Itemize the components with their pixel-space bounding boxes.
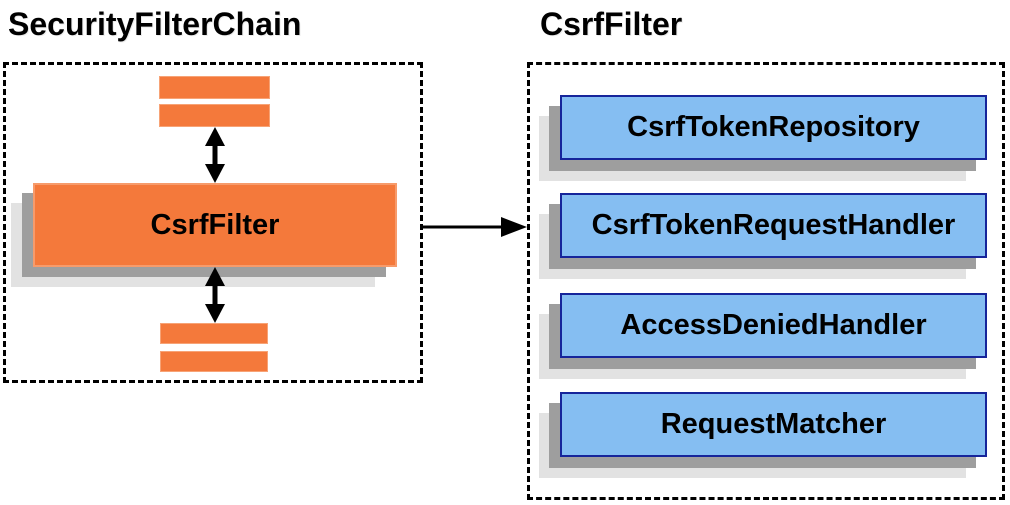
component-box-csrf-token-repository: CsrfTokenRepository — [560, 95, 987, 160]
component-label: CsrfTokenRequestHandler — [591, 209, 956, 241]
filter-placeholder-bar — [159, 76, 270, 99]
filter-placeholder-bar — [159, 104, 270, 127]
component-label: RequestMatcher — [660, 408, 887, 440]
component-label: CsrfTokenRepository — [627, 111, 920, 143]
component-box-request-matcher: RequestMatcher — [560, 392, 987, 457]
filter-placeholder-bar — [160, 351, 268, 372]
bidirectional-arrow-icon — [205, 127, 225, 183]
filter-placeholder-bar — [160, 323, 268, 344]
security-filter-chain-title: SecurityFilterChain — [8, 6, 302, 42]
csrf-filter-box: CsrfFilter — [33, 183, 397, 267]
component-box-access-denied-handler: AccessDeniedHandler — [560, 293, 987, 358]
bidirectional-arrow-icon — [205, 267, 225, 323]
right-arrow-icon — [423, 217, 527, 237]
component-label: AccessDeniedHandler — [620, 309, 927, 341]
csrf-filter-container — [527, 62, 1005, 500]
component-box-csrf-token-request-handler: CsrfTokenRequestHandler — [560, 193, 987, 258]
security-filter-chain-container — [3, 62, 423, 383]
csrf-filter-title: CsrfFilter — [540, 6, 683, 42]
csrf-filter-box-label: CsrfFilter — [150, 208, 280, 241]
